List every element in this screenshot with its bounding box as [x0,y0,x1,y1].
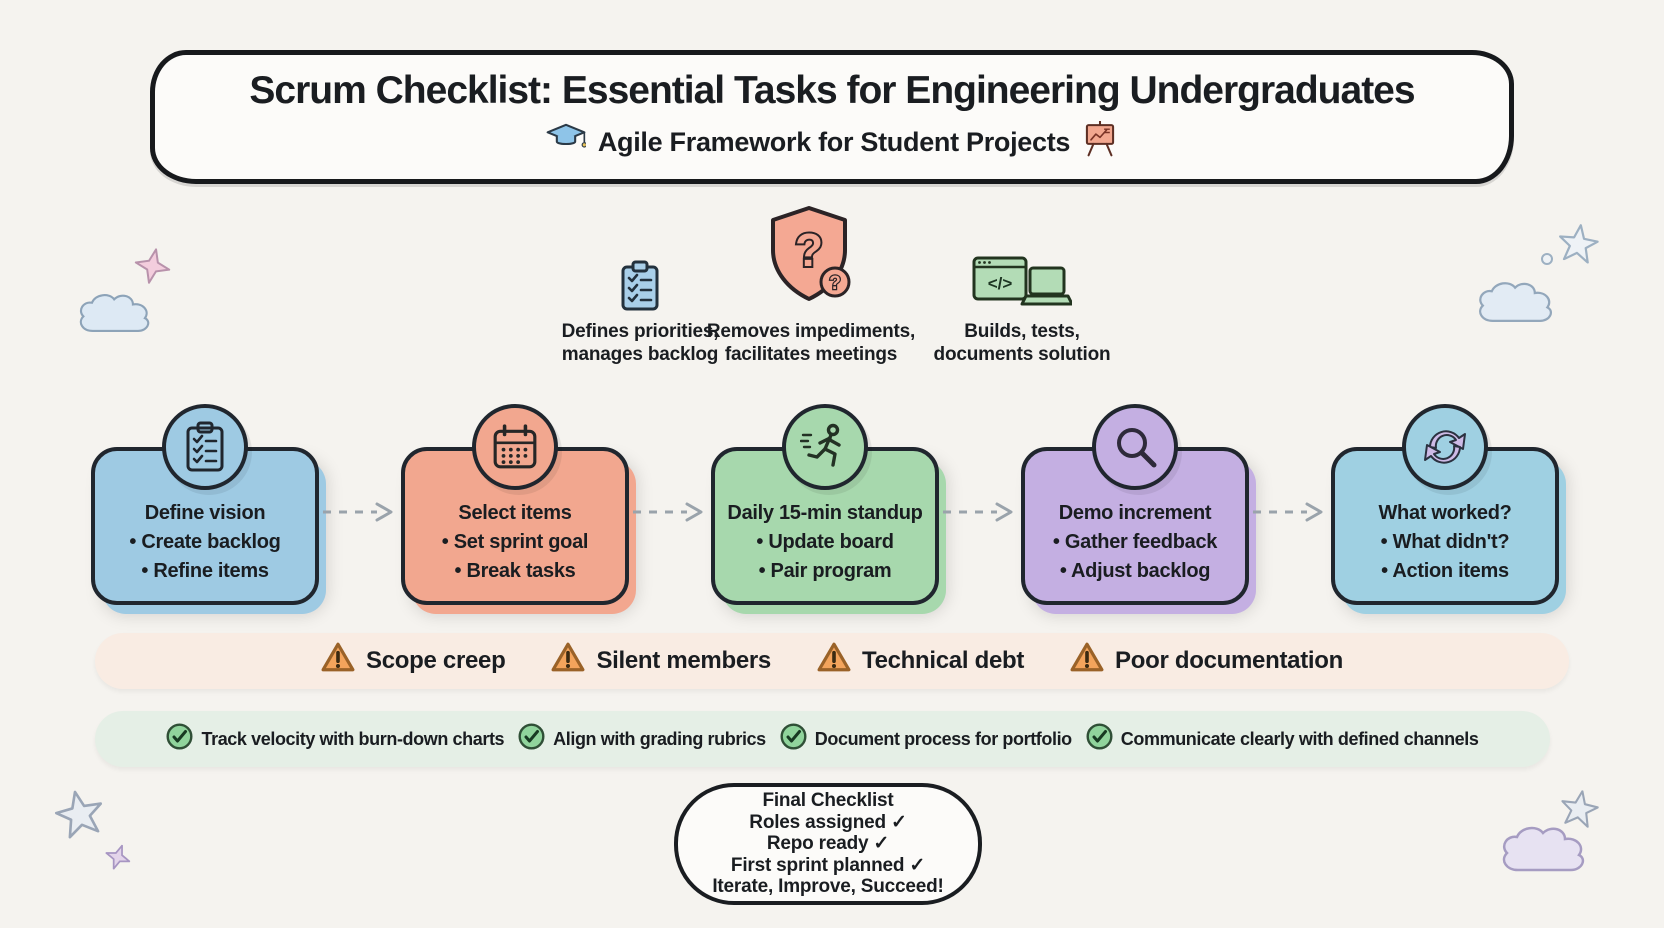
stage-title: What worked? [1378,502,1512,524]
check-icon [780,723,807,755]
stage-bullet: Action items [1337,557,1553,586]
stage-bullet: Create backlog [97,528,313,557]
star-icon [51,786,109,846]
pitfalls-band: Scope creep Silent members Technical deb… [95,633,1569,689]
pitfall-item: Poor documentation [1070,642,1343,680]
pitfall-label: Scope creep [366,647,506,674]
flow-arrow [631,501,709,523]
stage-bullet: Break tasks [407,557,623,586]
runner-icon [782,404,868,490]
flow-arrow [1251,501,1329,523]
pitfall-item: Silent members [551,642,771,680]
pitfall-label: Silent members [596,647,771,674]
page-title: Scrum Checklist: Essential Tasks for Eng… [249,69,1415,112]
tip-item: Align with grading rubrics [518,723,766,755]
warning-icon [551,642,585,680]
role-scrum-master: ? ? Removes impediments, facilitates mee… [671,196,951,366]
role-product-owner: Defines priorities, manages backlog [500,196,780,366]
check-icon [166,723,193,755]
stage-bullet: Adjust backlog [1027,557,1243,586]
star-icon [1557,787,1602,834]
page-subtitle-row: Agile Framework for Student Projects [546,120,1118,165]
svg-text:</>: </> [988,274,1013,293]
stage-card-daily-scrum: Daily 15-min standup Update board Pair p… [711,404,939,605]
final-checklist-line: Roles assigned ✓ [749,811,907,833]
stage-card-sprint-review: Demo increment Gather feedback Adjust ba… [1021,404,1249,605]
stage-title: Define vision [144,502,266,524]
role-caption-line: Removes impediments, [706,321,916,342]
code-laptop-icon: </> [882,196,1162,312]
sparkle-icon [130,245,174,293]
dot-icon [1540,252,1554,271]
star-icon [1555,221,1601,269]
tip-item: Track velocity with burn-down charts [166,723,505,755]
tip-item: Document process for portfolio [780,723,1072,755]
flow-arrow [941,501,1019,523]
role-dev-team: </> Builds, tests, documents solution [882,196,1162,366]
shield-question-icon: ? ? [671,196,951,312]
stage-bullet: Set sprint goal [407,528,623,557]
final-checklist-title: Final Checklist [762,790,894,812]
tip-label: Align with grading rubrics [553,728,766,749]
role-caption: Removes impediments, facilitates meeting… [671,320,951,366]
stage-bullet: Update board [717,528,933,557]
role-caption-line: Builds, tests, [964,321,1080,342]
role-caption-line: Defines priorities, [561,321,719,342]
role-caption: Builds, tests, documents solution [882,320,1162,366]
role-caption: Defines priorities, manages backlog [500,320,780,366]
cloud-icon [1494,820,1594,883]
flow-arrow [321,501,399,523]
title-banner: Scrum Checklist: Essential Tasks for Eng… [150,50,1514,184]
stage-card-product-backlog: Define vision Create backlog Refine item… [91,404,319,605]
role-caption-line: manages backlog [561,344,719,365]
warning-icon [817,642,851,680]
stage-bullet: Refine items [97,557,313,586]
calendar-icon [472,404,558,490]
svg-text:?: ? [795,224,823,276]
stage-title: Demo increment [1058,502,1212,524]
check-icon [518,723,545,755]
stage-bullet: What didn't? [1337,528,1553,557]
tip-label: Document process for portfolio [814,728,1072,749]
stage-bullet: Gather feedback [1027,528,1243,557]
cycle-arrows-icon [1402,404,1488,490]
stage-title: Select items [458,502,572,524]
stage-card-retrospective: What worked? What didn't? Action items [1331,404,1559,605]
check-icon [1086,723,1113,755]
presentation-board-icon [1082,120,1118,165]
magnifier-icon [1092,404,1178,490]
final-checklist-box: Final Checklist Roles assigned ✓ Repo re… [674,783,982,905]
clipboard-checklist-icon [162,404,248,490]
tip-item: Communicate clearly with defined channel… [1086,723,1479,755]
tip-label: Communicate clearly with defined channel… [1120,728,1479,749]
tips-band: Track velocity with burn-down charts Ali… [95,711,1550,767]
stage-title: Daily 15-min standup [727,502,923,524]
subtitle-text: Agile Framework for Student Projects [597,127,1071,157]
pitfall-item: Technical debt [817,642,1024,680]
cloud-icon [1472,276,1560,333]
cloud-icon [74,288,156,343]
pitfall-label: Technical debt [861,647,1025,674]
final-checklist-line: Repo ready ✓ [766,833,890,855]
final-checklist-line: Iterate, Improve, Succeed! [712,876,944,898]
svg-text:?: ? [829,273,841,294]
role-caption-line: documents solution [933,344,1111,365]
sparkle-icon [99,840,134,878]
role-caption-line: facilitates meetings [724,344,898,365]
pitfall-item: Scope creep [321,642,506,680]
warning-icon [1070,642,1104,680]
stage-card-sprint-planning: Select items Set sprint goal Break tasks [401,404,629,605]
final-checklist-line: First sprint planned ✓ [730,854,926,876]
stage-bullet: Pair program [717,557,933,586]
graduation-cap-icon [546,122,587,163]
warning-icon [321,642,355,680]
clipboard-checklist-icon [500,196,780,312]
tip-label: Track velocity with burn-down charts [201,728,505,749]
pitfall-label: Poor documentation [1115,647,1343,674]
